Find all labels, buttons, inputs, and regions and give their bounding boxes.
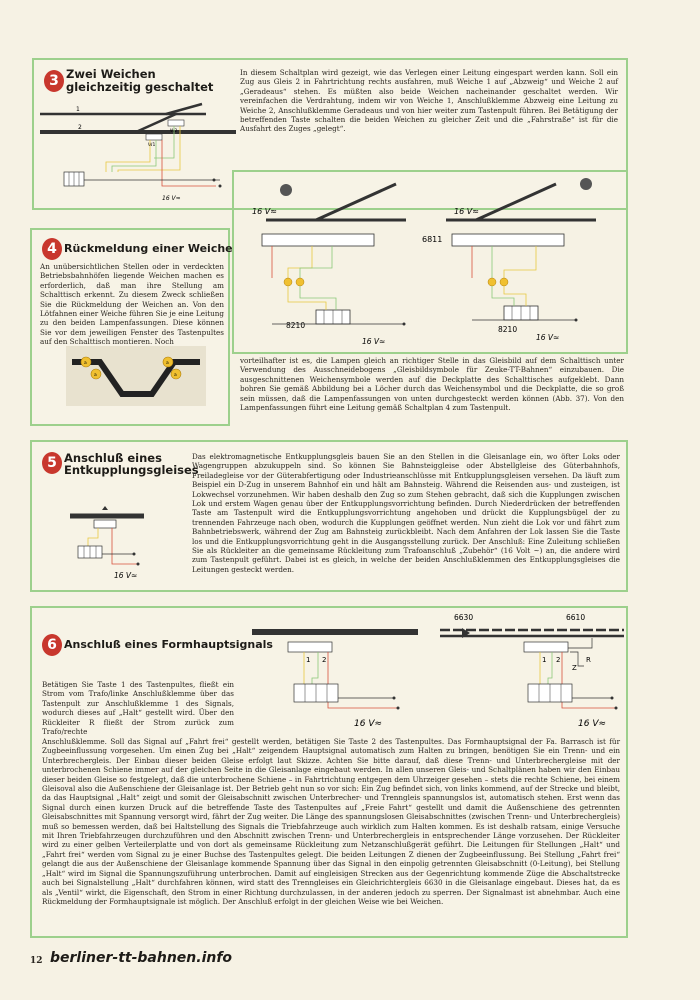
page-number: 12	[30, 956, 43, 966]
s6-label-1a: 1	[306, 656, 310, 664]
section-4-wiring-diagram: 16 V≈ 8210 16 V≈ 16 V≈ 6811 8210 16 V≈	[252, 178, 596, 346]
section-3-voltage: 16 V≈	[162, 195, 181, 202]
section-3-diagram: 1 2 W1 W2 16 V≈	[40, 102, 236, 202]
track-2-label: 2	[78, 124, 82, 131]
lamp-label-a3: a	[166, 361, 169, 366]
section-4-diagram-frame	[232, 170, 628, 354]
section-6-text-left: Betätigen Sie Taste 1 des Tastenpultes, …	[42, 680, 234, 737]
s6-label-z: Z	[572, 664, 577, 672]
section-5-voltage: 16 V≈	[114, 571, 137, 580]
s4-voltage-left: 16 V≈	[252, 207, 277, 216]
s4-part-8210-left: 8210	[286, 321, 305, 330]
lamp-label-a4: a	[174, 373, 177, 378]
section-4-text-bottom: vorteilhafter ist es, die Lampen gleich …	[240, 356, 624, 413]
s4-part-8210-right: 8210	[498, 325, 517, 334]
track-1-label: 1	[76, 106, 80, 113]
section-3-title-line1: Zwei Weichen	[66, 67, 156, 81]
footer-url: berliner-tt-bahnen.info	[50, 950, 233, 966]
section-4-panel-diagram: a a a a	[66, 346, 206, 406]
section-5-title-line2: Entkupplungsgleises	[64, 463, 199, 477]
section-5-number: 5	[42, 452, 62, 474]
s4-voltage-bottom-right: 16 V≈	[536, 333, 559, 342]
section-3-title-line2: gleichzeitig geschaltet	[66, 80, 214, 94]
s6-label-2a: 2	[322, 656, 326, 664]
s6-label-1b: 1	[542, 656, 546, 664]
section-6-text-full: Anschlußklemme. Soll das Signal auf „Fah…	[42, 737, 620, 906]
section-3-number: 3	[44, 70, 64, 92]
s4-voltage-bottom-left: 16 V≈	[362, 337, 385, 346]
section-6-frame	[30, 606, 628, 938]
s6-label-r: R	[586, 656, 591, 664]
section-5-diagram: 16 V≈	[70, 506, 144, 580]
s6-voltage-right: 16 V≈	[578, 719, 606, 729]
section-6-title: Anschluß eines Formhauptsignals	[64, 638, 273, 651]
s4-part-6811: 6811	[422, 235, 442, 244]
section-4-title: Rückmeldung einer Weiche	[64, 242, 233, 255]
switch-1-label: W1	[148, 142, 155, 148]
section-4-number: 4	[42, 238, 62, 260]
section-5-text: Das elektromagnetische Entkupplungsgleis…	[192, 452, 620, 574]
lamp-label-a1: a	[84, 361, 87, 366]
lamp-label-a2: a	[94, 373, 97, 378]
section-3-text: In diesem Schaltplan wird gezeigt, wie d…	[240, 68, 618, 134]
s6-voltage-left: 16 V≈	[354, 719, 382, 729]
s4-voltage-right: 16 V≈	[454, 207, 479, 216]
section-6-number: 6	[42, 634, 62, 656]
s6-label-2b: 2	[556, 656, 560, 664]
s6-part-6610: 6610	[566, 613, 585, 622]
section-6-diagram: 1 2 16 V≈ 6630 6610 1 2 Z R 16 V≈	[252, 613, 624, 729]
section-4-text-left: An unübersichtlichen Stellen oder in ver…	[40, 262, 224, 347]
s6-part-6630: 6630	[454, 613, 473, 622]
section-5-title-line1: Anschluß eines	[64, 451, 162, 465]
